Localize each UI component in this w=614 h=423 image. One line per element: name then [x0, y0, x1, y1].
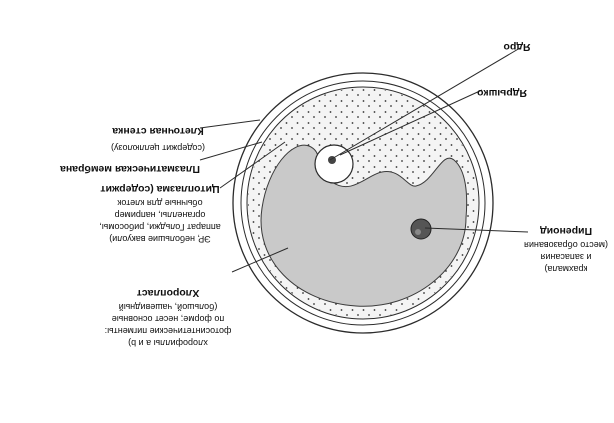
label-chloroplast-note-1: (большой, чашевидный [119, 302, 218, 312]
label-pyrenoid-note-2: и запасания [540, 252, 591, 262]
label-pyrenoid-note-1: (место образования [524, 240, 608, 250]
rotated-figure [233, 73, 493, 333]
pyrenoid [411, 219, 431, 239]
label-cytoplasm-note-4: ЭР, небольшие вакуоли) [109, 234, 211, 244]
pyrenoid-highlight [415, 229, 421, 235]
label-cytoplasm-note-3: аппарат Гольджи, рибосомы, [99, 222, 220, 232]
label-chloroplast: Хлоропласт [137, 287, 200, 299]
label-cytoplasm: Цитоплазма (содержит [100, 183, 219, 195]
leader-cell-wall [200, 120, 260, 128]
label-pyrenoid: Пиреноид [540, 225, 592, 237]
label-plasma-membrane: Плазматическая мембрана [60, 163, 200, 175]
label-chloroplast-note-2: по форме; несет основные [112, 314, 225, 324]
label-cytoplasm-note-1: обычные для клеток [117, 198, 202, 208]
label-pyrenoid-note-3: крахмала) [545, 264, 588, 274]
label-cell-wall: Клеточная стенка [112, 125, 204, 137]
label-cell-wall-note: (содержит целлюлозу) [111, 143, 205, 153]
label-cytoplasm-note-2: органеллы, например [115, 210, 206, 220]
label-nucleolus: Ядрышко [477, 87, 527, 99]
label-chloroplast-note-3: фотосинтетические пигменты: [105, 326, 232, 336]
label-chloroplast-note-4: хлорофиллы а и b) [128, 338, 208, 348]
label-nucleus: Ядро [503, 41, 530, 53]
nucleus [315, 145, 353, 183]
